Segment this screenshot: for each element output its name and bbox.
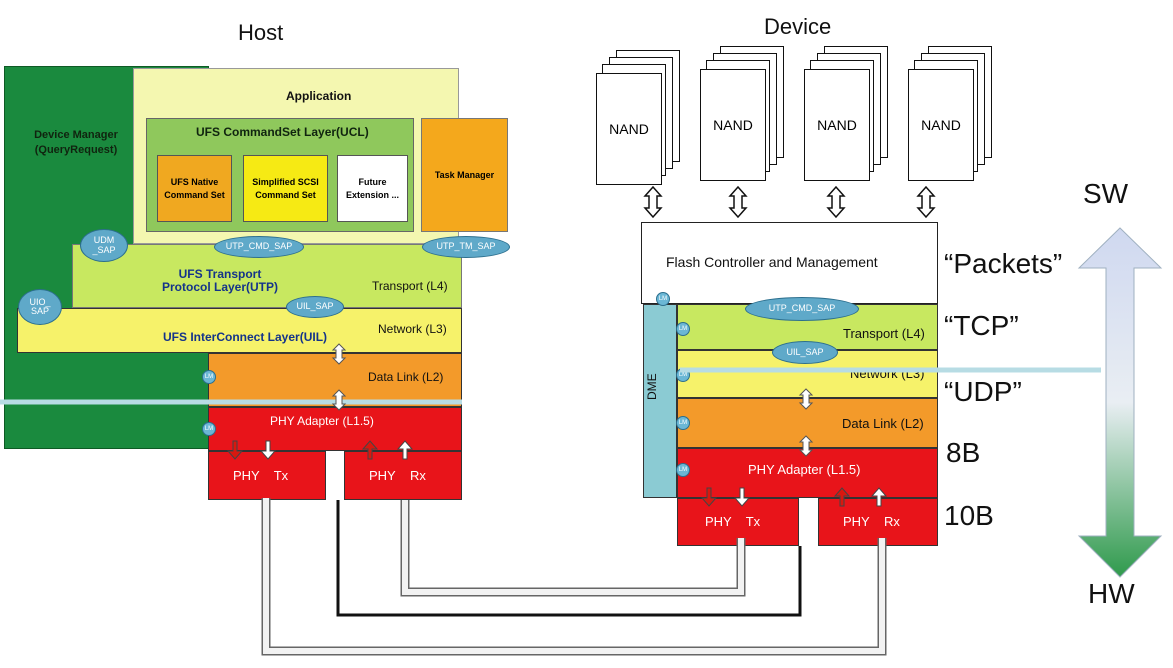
host-phy-tx-label: PHY Tx [233, 468, 289, 483]
host-utp-cmd-sap: UTP_CMD_SAP [214, 236, 304, 258]
ucl-label: UFS CommandSet Layer(UCL) [196, 125, 369, 139]
device-lm-marker-phy: LM [676, 463, 690, 477]
scsi-command-set: Simplified SCSI Command Set [243, 155, 328, 222]
task-manager: Task Manager [421, 118, 508, 232]
device-phy-adapter-block [677, 448, 938, 498]
host-phy-adapter-block [208, 407, 462, 451]
nand-label-3: NAND [804, 69, 870, 181]
host-uil-sap: UIL_SAP [286, 296, 344, 318]
device-lm-marker-top: LM [656, 292, 670, 306]
flash-controller-label: Flash Controller and Management [666, 254, 878, 270]
host-to-device-black-link [336, 500, 802, 617]
8b-label: 8B [946, 437, 981, 468]
device-lm-marker-transport: LM [676, 322, 690, 336]
host-title: Host [238, 20, 284, 45]
udm-sap: UDM _SAP [80, 229, 128, 262]
device-phy-tx-label: PHY Tx [705, 514, 761, 529]
flash-controller-block [641, 222, 938, 304]
host-lm-marker-phy: LM [202, 422, 216, 436]
nand-label-4: NAND [908, 69, 974, 181]
host-tx-to-device-rx-link [261, 498, 887, 656]
device-utp-cmd-sap: UTP_CMD_SAP [745, 297, 859, 321]
nand-stack-3: NAND [804, 46, 894, 181]
nand-label-2: NAND [700, 69, 766, 181]
device-uil-sap: UIL_SAP [772, 341, 838, 364]
udp-label: “UDP” [944, 376, 1022, 407]
host-phy-adapter-label: PHY Adapter (L1.5) [270, 414, 374, 428]
host-phy-rx-label: PHY Rx [369, 468, 426, 483]
device-tx-to-host-rx-link [400, 500, 746, 597]
uio-sap: UIO_ SAP [18, 289, 62, 325]
packets-label: “Packets” [944, 248, 1063, 279]
device-transport-label: Transport (L4) [843, 326, 925, 341]
host-lm-marker-datalink: LM [202, 370, 216, 384]
host-transport-label: Transport (L4) [372, 279, 448, 293]
nand-stack-1: NAND [596, 50, 686, 185]
host-utp-tm-sap: UTP_TM_SAP [422, 236, 510, 258]
device-phy-adapter-label: PHY Adapter (L1.5) [748, 462, 861, 477]
nand-stack-4: NAND [908, 46, 998, 181]
10b-label: 10B [944, 500, 994, 531]
host-network-label: Network (L3) [378, 322, 447, 336]
phy-direction-arrows [226, 440, 888, 507]
uil-network-block [17, 308, 462, 353]
native-command-set: UFS Native Command Set [157, 155, 232, 222]
hw-label: HW [1088, 578, 1135, 609]
host-data-link-label: Data Link (L2) [368, 370, 444, 384]
sw-label: SW [1083, 178, 1129, 209]
future-extension: Future Extension ... [337, 155, 408, 222]
device-manager-label: Device Manager (QueryRequest) [34, 129, 118, 156]
device-data-link-label: Data Link (L2) [842, 416, 924, 431]
tcp-label: “TCP” [944, 310, 1019, 341]
nand-link-arrows [643, 185, 936, 219]
application-label: Application [286, 89, 352, 103]
device-lm-marker-datalink: LM [676, 416, 690, 430]
device-phy-rx-label: PHY Rx [843, 514, 900, 529]
utp-label: UFS Transport Protocol Layer(UTP) [161, 267, 278, 294]
uil-label: UFS InterConnect Layer(UIL) [163, 330, 328, 344]
sw-hw-double-arrow [1077, 227, 1163, 578]
host-layer-arrows [331, 343, 814, 457]
device-title: Device [764, 14, 832, 39]
nand-label-1: NAND [596, 73, 662, 185]
nand-stack-2: NAND [700, 46, 790, 181]
dme-block [643, 304, 677, 498]
